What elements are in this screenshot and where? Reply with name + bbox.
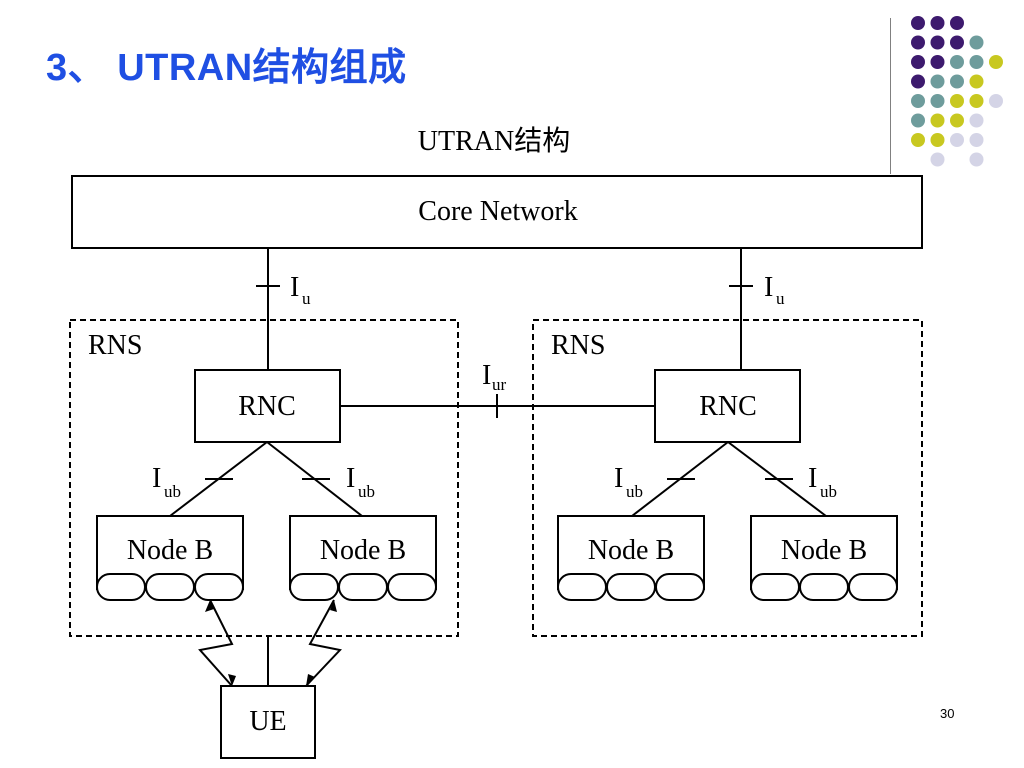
node-b-2-label: Node B [320, 535, 406, 566]
radio-link-left-arrow-bottom [228, 674, 236, 686]
decorative-dot [969, 35, 984, 50]
diagram-caption: UTRAN结构 [418, 125, 570, 157]
node-b-4: Node B [750, 515, 898, 601]
decorative-dot [950, 113, 964, 128]
decorative-dot [911, 133, 925, 147]
radio-link-right [305, 599, 342, 687]
rnc-box-left [194, 369, 341, 443]
iu-label-left-sub: u [302, 289, 311, 308]
decorative-dot [950, 55, 964, 69]
decorative-dot [950, 74, 964, 89]
radio-link-right-arrow-top [330, 600, 337, 612]
ue-box [220, 685, 316, 759]
iu-label-right-main: I [764, 272, 773, 303]
decorative-dot [930, 113, 945, 128]
slide-title: 3、 UTRAN结构组成 [46, 47, 407, 89]
rnc-box-right [654, 369, 801, 443]
rns-box-left [69, 319, 459, 637]
decorative-dot [969, 94, 984, 108]
ue-label: UE [249, 706, 286, 737]
rnc-label-left: RNC [238, 391, 296, 422]
decorative-dot [950, 94, 964, 108]
node-b-4-label: Node B [781, 535, 867, 566]
radio-link-right-arrow-bottom [306, 674, 315, 686]
rns-box-right [532, 319, 923, 637]
rns-label-left: RNS [88, 330, 142, 361]
decorative-dot [911, 113, 925, 128]
decorative-dot [950, 35, 964, 50]
decorative-dot [989, 94, 1003, 108]
iur-label-main: I [482, 360, 491, 391]
iub-label-3-main: I [614, 463, 623, 494]
iub-label-4-main: I [808, 463, 817, 494]
node-b-1-label: Node B [127, 535, 213, 566]
decorative-dot [989, 55, 1003, 69]
radio-link-left [198, 599, 234, 687]
rns-label-right: RNS [551, 330, 605, 361]
slide-number: 30 [940, 706, 955, 721]
rnc-label-right: RNC [699, 391, 757, 422]
decorative-divider [890, 18, 891, 174]
iub-label-4-sub: ub [820, 482, 837, 501]
core-network-label: Core Network [418, 196, 577, 227]
decorative-dot [911, 16, 925, 30]
iub-label-1-sub: ub [164, 482, 181, 501]
decorative-dot [930, 152, 945, 167]
node-b-3-label: Node B [588, 535, 674, 566]
decorative-dot [969, 74, 984, 89]
decorative-dot [911, 74, 925, 89]
iur-label-sub: ur [492, 375, 507, 394]
decorative-dot [930, 94, 945, 108]
decorative-dot [950, 16, 964, 30]
decorative-dot [930, 74, 945, 89]
node-b-1: Node B [96, 515, 244, 601]
decorative-dot [911, 55, 925, 69]
decorative-dot [950, 133, 964, 147]
decorative-dot [930, 35, 945, 50]
core-network-box [71, 175, 923, 249]
decorative-dot [969, 113, 984, 128]
decorative-dot [969, 152, 984, 167]
iub-label-3-sub: ub [626, 482, 643, 501]
iub-label-2-main: I [346, 463, 355, 494]
node-b-2: Node B [289, 515, 437, 601]
decorative-dot [930, 133, 945, 147]
radio-link-left-arrow-top [205, 600, 214, 612]
node-b-3: Node B [557, 515, 705, 601]
decorative-dot [969, 133, 984, 147]
decorative-dot [911, 94, 925, 108]
iu-label-right-sub: u [776, 289, 785, 308]
decorative-dot [969, 55, 984, 69]
iub-label-1-main: I [152, 463, 161, 494]
iu-label-left-main: I [290, 272, 299, 303]
decorative-dot [911, 35, 925, 50]
decorative-dot [930, 55, 945, 69]
decorative-dot [930, 16, 945, 30]
iub-label-2-sub: ub [358, 482, 375, 501]
